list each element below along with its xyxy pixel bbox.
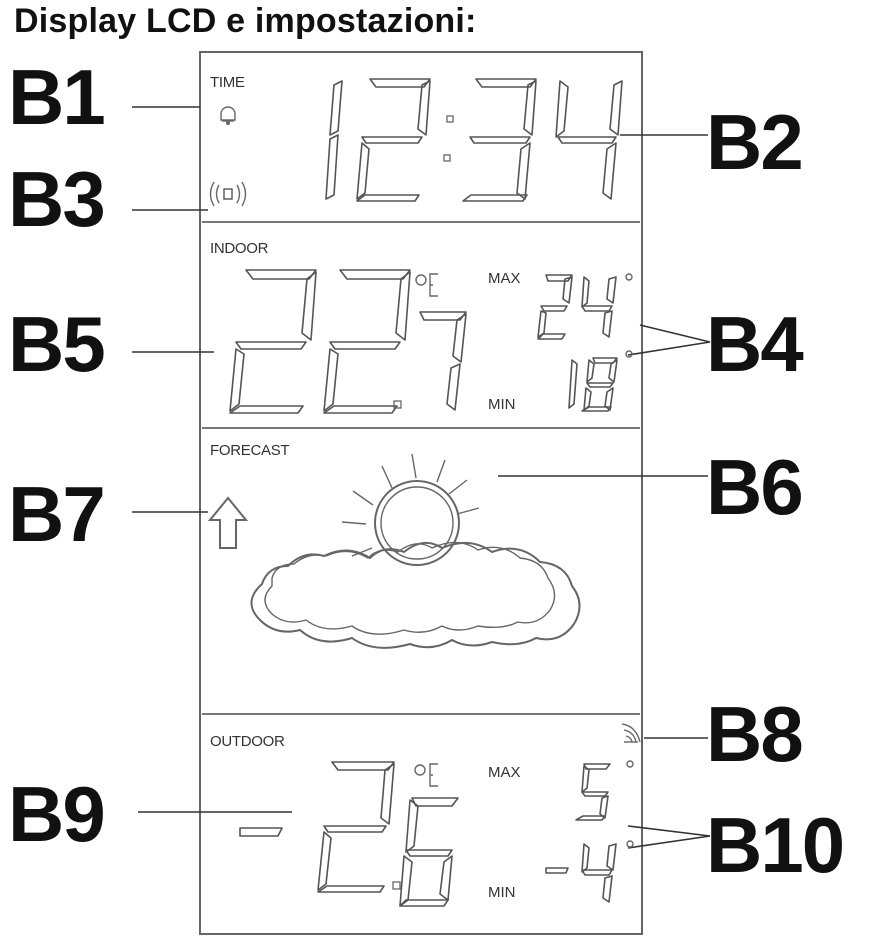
indoor-min-label: MIN xyxy=(488,396,516,413)
leader-lines xyxy=(132,106,711,849)
callout-b4: B4 xyxy=(706,300,804,388)
callout-b8: B8 xyxy=(706,690,804,778)
callout-b10: B10 xyxy=(706,801,845,889)
callout-b1: B1 xyxy=(8,53,106,141)
trend-arrow-up-icon xyxy=(207,496,249,549)
indoor-max-digits xyxy=(537,273,633,340)
outdoor-signal-icon xyxy=(621,723,641,743)
indoor-temperature-digits xyxy=(229,269,467,414)
lcd-frame xyxy=(199,51,643,935)
outdoor-max-label: MAX xyxy=(488,764,521,781)
indoor-unit-icon xyxy=(415,273,438,297)
indoor-min-digits xyxy=(568,350,633,412)
callout-b2: B2 xyxy=(706,98,804,186)
outdoor-max-digits xyxy=(575,760,634,821)
callout-b7: B7 xyxy=(8,470,106,558)
forecast-label: FORECAST xyxy=(210,442,290,459)
outdoor-min-digits xyxy=(545,840,634,903)
callout-b5: B5 xyxy=(8,300,106,388)
callout-b6: B6 xyxy=(706,443,804,531)
callout-b9: B9 xyxy=(8,770,106,858)
outdoor-label: OUTDOOR xyxy=(210,733,285,750)
callout-b3: B3 xyxy=(8,155,106,243)
sun-behind-clouds-icon xyxy=(250,453,581,649)
outdoor-unit-icon xyxy=(414,763,438,787)
radio-signal-icon xyxy=(209,181,247,207)
page-title: Display LCD e impostazioni: xyxy=(14,2,477,40)
indoor-max-label: MAX xyxy=(488,270,521,287)
indoor-label: INDOOR xyxy=(210,240,269,257)
alarm-bell-icon xyxy=(220,106,236,125)
outdoor-temperature-digits xyxy=(239,761,459,907)
time-digits xyxy=(325,78,623,202)
time-label: TIME xyxy=(210,74,245,91)
outdoor-min-label: MIN xyxy=(488,884,516,901)
